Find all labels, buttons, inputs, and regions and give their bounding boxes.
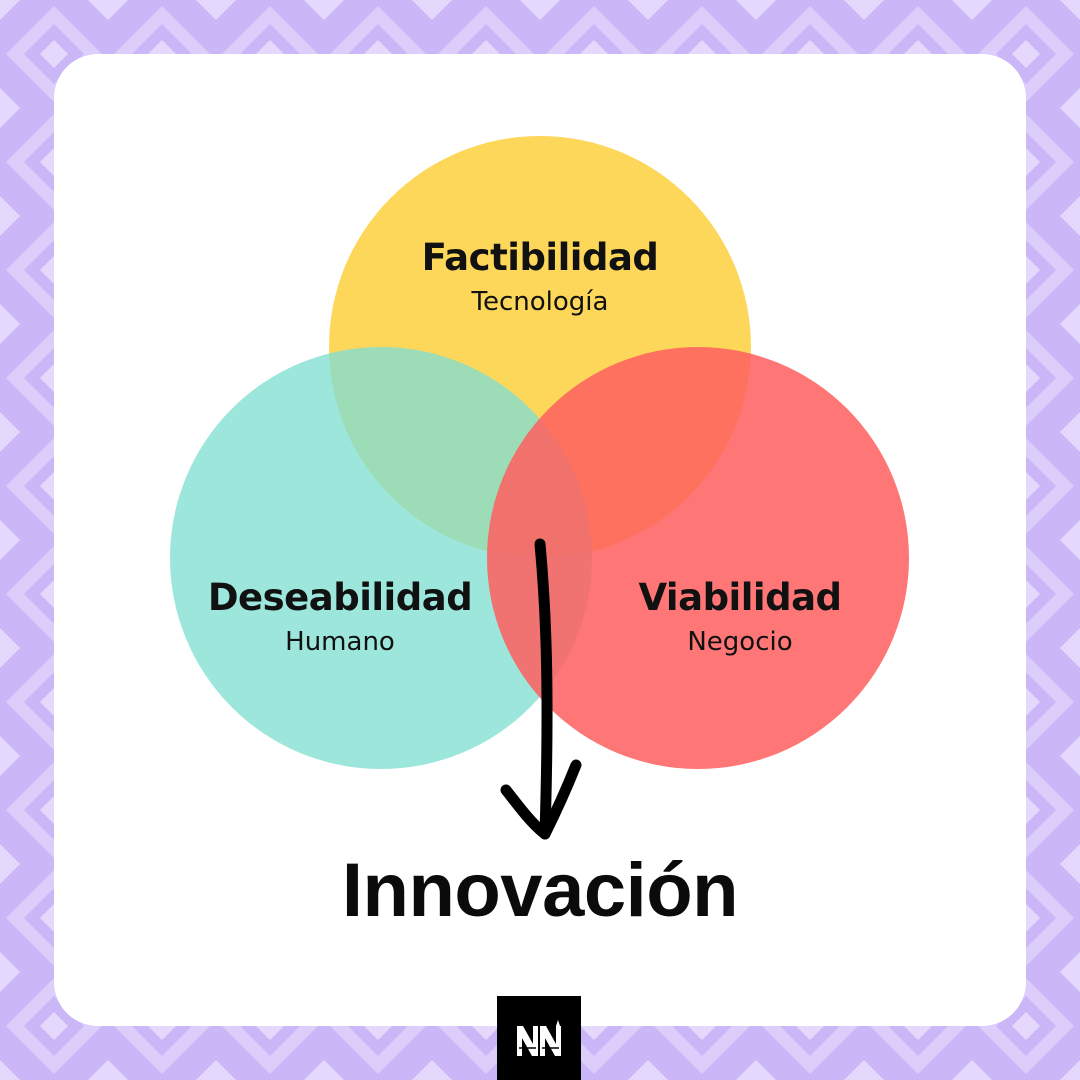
circle-subtitle-tecnologia: Tecnología xyxy=(471,287,609,317)
circle-title-viabilidad: Viabilidad xyxy=(638,576,842,619)
brand-logo-icon xyxy=(497,996,581,1080)
label-viabilidad: Viabilidad Negocio xyxy=(540,576,940,662)
circle-deseabilidad xyxy=(170,347,592,769)
circle-title-deseabilidad: Deseabilidad xyxy=(207,576,473,619)
label-deseabilidad: Deseabilidad Humano xyxy=(140,576,540,662)
circle-title-factibilidad: Factibilidad xyxy=(421,236,659,279)
circle-subtitle-humano: Humano xyxy=(285,627,395,657)
result-label-innovacion: Innovación xyxy=(341,848,739,933)
circle-subtitle-negocio: Negocio xyxy=(687,627,793,657)
down-arrow-icon xyxy=(500,538,582,840)
label-factibilidad: Factibilidad Tecnología xyxy=(340,236,740,322)
circle-viabilidad xyxy=(487,347,909,769)
